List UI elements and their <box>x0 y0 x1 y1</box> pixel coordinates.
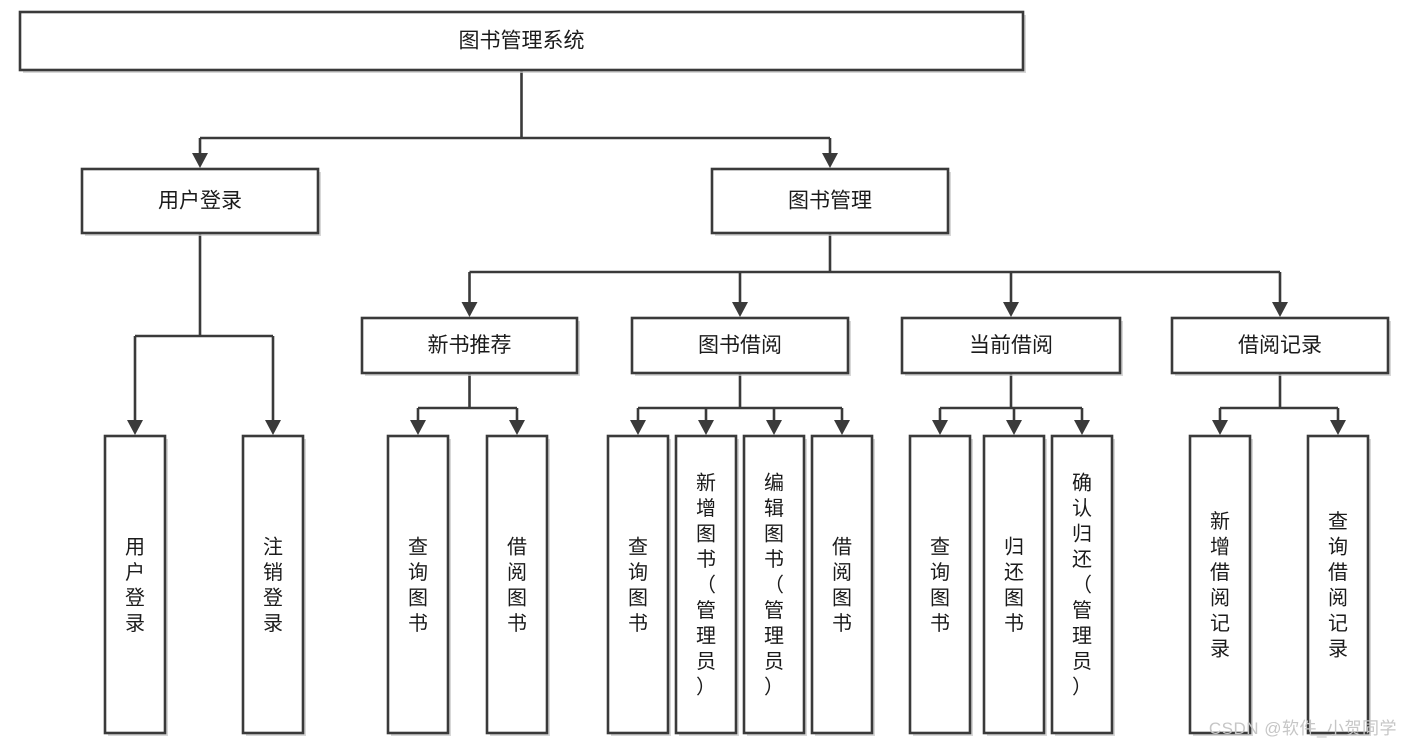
node-label-leaf-bb-borrow: 借阅图书 <box>832 535 852 635</box>
arrow-head <box>932 420 948 435</box>
connector-group-user_login <box>127 233 281 435</box>
arrow-head <box>1006 420 1022 435</box>
node-box-leaf-cb-query[interactable] <box>908 434 972 735</box>
node-box-leaf-user-logout[interactable] <box>241 434 305 735</box>
node-label-leaf-bb-add: 新增图书（管理员） <box>696 472 716 699</box>
arrow-head <box>127 420 143 435</box>
node-box-current-borrow[interactable] <box>900 316 1122 375</box>
node-box-leaf-nbr-borrow[interactable] <box>485 434 549 735</box>
arrow-head <box>1330 420 1346 435</box>
node-box-leaf-bb-edit[interactable] <box>742 434 806 735</box>
node-box-leaf-bb-borrow[interactable] <box>810 434 874 735</box>
arrow-head <box>1074 420 1090 435</box>
node-box-leaf-bb-add[interactable] <box>674 434 738 735</box>
node-label-root: 图书管理系统 <box>459 30 585 53</box>
node-label-user-login: 用户登录 <box>158 190 242 213</box>
arrow-head <box>630 420 646 435</box>
node-label-leaf-cb-query: 查询图书 <box>930 535 950 635</box>
node-box-new-book-rec[interactable] <box>360 316 579 375</box>
node-box-leaf-cb-return[interactable] <box>982 434 1046 735</box>
node-label-leaf-cb-confirm: 确认归还（管理员） <box>1072 472 1092 699</box>
node-label-leaf-br-query: 查询借阅记录 <box>1328 510 1348 661</box>
node-box-leaf-br-query[interactable] <box>1306 434 1370 735</box>
arrow-head <box>834 420 850 435</box>
arrow-head <box>461 302 478 317</box>
arrow-head <box>698 420 714 435</box>
connector-group-borrow_record <box>1212 373 1346 435</box>
arrow-head <box>766 420 782 435</box>
node-box-root[interactable] <box>18 10 1025 72</box>
node-label-borrow-record: 借阅记录 <box>1238 334 1322 357</box>
connector-group-current_borrow <box>932 373 1090 435</box>
node-label-leaf-bb-edit: 编辑图书（管理员） <box>764 472 784 699</box>
csdn-watermark: CSDN @软件_小贺同学 <box>1208 719 1397 738</box>
node-label-leaf-bb-query: 查询图书 <box>628 535 648 635</box>
arrow-head <box>1003 302 1019 317</box>
node-label-book-borrow: 图书借阅 <box>698 334 782 357</box>
node-box-leaf-user-login[interactable] <box>103 434 167 735</box>
arrow-head <box>509 420 525 435</box>
node-label-leaf-user-logout: 注销登录 <box>263 535 283 635</box>
node-box-borrow-record[interactable] <box>1170 316 1390 375</box>
connector-group-book_borrow <box>630 373 850 435</box>
arrow-head <box>410 420 426 435</box>
node-label-leaf-user-login: 用户登录 <box>125 536 145 635</box>
node-box-leaf-br-add[interactable] <box>1188 434 1252 735</box>
node-box-leaf-bb-query[interactable] <box>606 434 670 735</box>
node-label-book-manage: 图书管理 <box>788 190 872 213</box>
connector-group-root <box>192 70 838 168</box>
node-label-leaf-nbr-query: 查询图书 <box>408 535 428 635</box>
arrow-head <box>1272 302 1288 317</box>
node-box-leaf-cb-confirm[interactable] <box>1050 434 1114 735</box>
arrow-head <box>822 153 838 168</box>
node-box-user-login[interactable] <box>80 167 320 235</box>
node-label-leaf-br-add: 新增借阅记录 <box>1210 510 1230 661</box>
arrow-head <box>1212 420 1228 435</box>
node-box-book-borrow[interactable] <box>630 316 850 375</box>
node-box-leaf-nbr-query[interactable] <box>386 434 450 735</box>
node-box-book-manage[interactable] <box>710 167 950 235</box>
arrow-head <box>192 153 208 168</box>
node-label-current-borrow: 当前借阅 <box>969 334 1053 357</box>
connector-group-book_manage <box>461 233 1288 317</box>
arrow-head <box>265 420 281 435</box>
node-label-leaf-cb-return: 归还图书 <box>1004 535 1024 635</box>
node-label-leaf-nbr-borrow: 借阅图书 <box>507 535 527 635</box>
node-label-new-book-rec: 新书推荐 <box>428 334 512 357</box>
connector-group-new_book_rec <box>410 373 525 435</box>
arrow-head <box>732 302 748 317</box>
